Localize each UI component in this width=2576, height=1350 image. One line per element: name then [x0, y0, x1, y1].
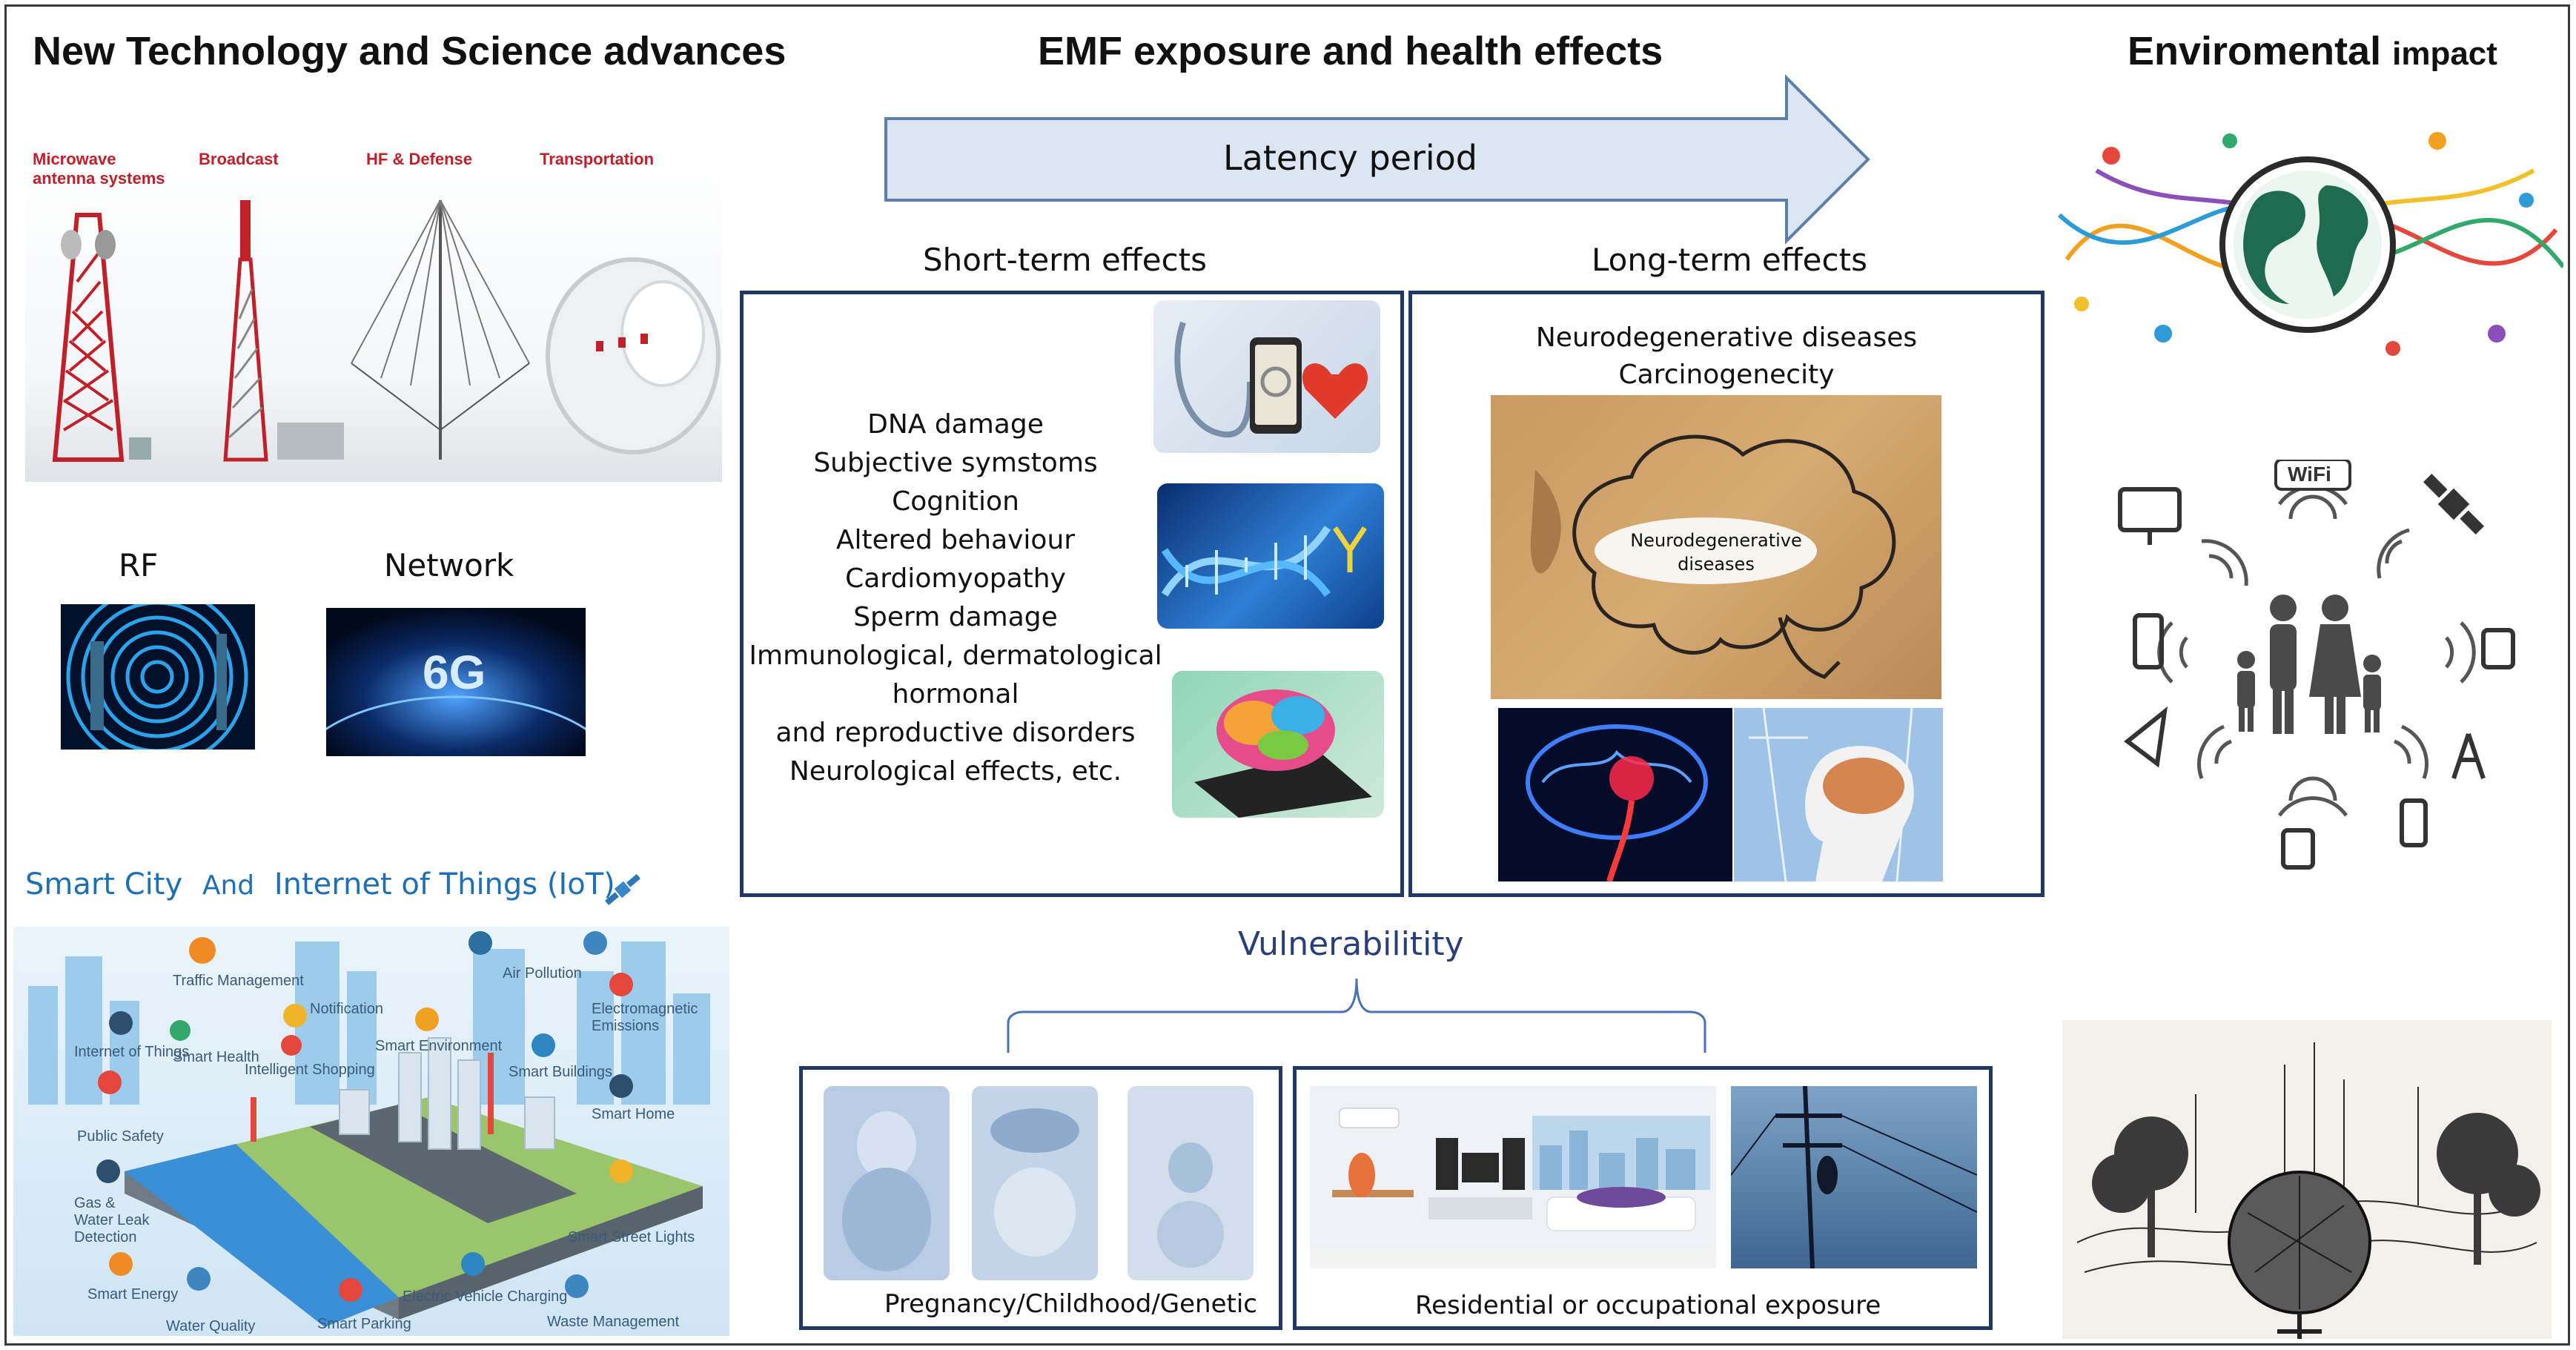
short-term-item: Sperm damage: [853, 602, 1058, 632]
satellite-device-icon: [2423, 473, 2485, 535]
short-term-item: Immunological, dermatological: [749, 641, 1162, 671]
short-term-box: DNA damage Subjective symstoms Cognition…: [740, 291, 1404, 897]
header-technology: New Technology and Science advances: [33, 29, 787, 73]
paper-brain-image: [1491, 395, 1941, 699]
short-term-item: Cardiomyopathy: [845, 563, 1066, 594]
iot-water: Water Quality: [166, 1318, 256, 1334]
global-connectivity-image: [2052, 111, 2563, 378]
header-environmental-main: Enviromental: [2128, 29, 2382, 73]
residential-exposure-image: [1310, 1086, 1716, 1268]
satellite-dish-icon: [2124, 706, 2168, 768]
broadcast-tower-icon: [223, 200, 344, 462]
latency-label: Latency period: [1223, 138, 1477, 178]
iot-ev-charging: Electric Vehicle Charging: [403, 1288, 568, 1305]
heart-phone-image: [1153, 300, 1380, 453]
6g-label: 6G: [423, 646, 486, 699]
iot-label: Internet of Things (IoT): [274, 867, 615, 901]
iot-air-pollution: Air Pollution: [503, 965, 582, 982]
radio-icon: [2481, 628, 2515, 669]
rf-waves-image: [61, 604, 255, 750]
iot-buildings: Smart Buildings: [509, 1064, 613, 1080]
long-term-line-carcinogenicity: Carcinogenecity: [1618, 360, 1835, 390]
brain-phone-image: [1172, 671, 1384, 818]
rf-label: RF: [119, 547, 159, 583]
short-term-item: Altered behaviour: [835, 525, 1076, 555]
brain-phone-icon: [1194, 689, 1372, 818]
short-term-item: and reproductive disorders: [775, 718, 1136, 748]
smart-city-graphic: [28, 931, 710, 1327]
tunnel-icon: [546, 257, 721, 454]
figure-frame: [4, 4, 2570, 1346]
label-broadcast: Broadcast: [199, 150, 279, 168]
iot-traffic: Traffic Management: [173, 973, 304, 989]
short-term-item: Subjective symstoms: [813, 448, 1098, 478]
iot-health: Smart Health: [173, 1049, 259, 1065]
iot-shopping: Intelligent Shopping: [245, 1062, 375, 1078]
iot-energy: Smart Energy: [87, 1286, 179, 1303]
vulnerable-groups-images: [824, 1086, 1254, 1280]
dna-icon: [1161, 526, 1367, 597]
vulnerable-groups-caption: Pregnancy/Childhood/Genetic: [884, 1289, 1257, 1319]
towers-panel: Microwave antenna systems Broadcast HF &…: [25, 141, 722, 482]
smart-city-label: Smart City: [25, 867, 183, 901]
wireless-devices-diagram: WiFi: [2105, 458, 2520, 875]
short-term-item: Neurological effects, etc.: [789, 756, 1122, 787]
tech-nature-sketch-image: [2062, 1020, 2552, 1339]
iot-emissions: Electromagnetic Emissions: [592, 1001, 698, 1034]
brain-outline-icon: [1530, 434, 1896, 679]
iot-public-safety: Public Safety: [77, 1128, 164, 1145]
network-label: Network: [384, 547, 514, 583]
paper-brain-label: Neurodegenerative diseases: [1630, 530, 1802, 575]
stethoscope-icon: [1174, 321, 1368, 438]
long-term-title: Long-term effects: [1592, 242, 1867, 278]
iot-notification: Notification: [310, 1001, 383, 1017]
antenna-tower-icon: [2451, 733, 2486, 779]
smart-city-illustration: Traffic Management Notification Air Poll…: [13, 927, 729, 1336]
smart-city-and: And: [202, 870, 255, 901]
iot-street-lights: Smart Street Lights: [568, 1229, 695, 1245]
wifi-label: WiFi: [2288, 463, 2331, 486]
header-environmental-impact: Enviromental impact: [2128, 28, 2497, 74]
long-term-box: Neurodegenerative diseases Carcinogeneci…: [1408, 291, 2044, 897]
header-environmental-small: impact: [2392, 36, 2497, 72]
head-tower-image: [1734, 708, 1943, 881]
vulnerability-brace: [1007, 978, 1706, 1053]
long-term-line-neuro: Neurodegenerative diseases: [1535, 322, 1918, 353]
label-hf-defense: HF & Defense: [366, 150, 473, 168]
cellphone-icon: [2400, 798, 2428, 847]
iot-environment: Smart Environment: [375, 1038, 503, 1054]
glowing-brain-image: [1498, 708, 1732, 881]
exposure-caption: Residential or occupational exposure: [1415, 1291, 1881, 1320]
vulnerability-title: Vulnerabilitity: [1238, 925, 1464, 963]
short-term-list: DNA damage Subjective symstoms Cognition…: [744, 406, 1168, 791]
iot-gas-water: Gas & Water Leak Detection: [74, 1195, 150, 1245]
latency-arrow: [884, 74, 1870, 245]
microwave-tower-icon: [52, 213, 151, 462]
wireless-devices-graphic: [2118, 458, 2515, 870]
short-term-title: Short-term effects: [923, 242, 1208, 278]
6g-network-image: [326, 608, 586, 756]
smart-city-title: Smart City And Internet of Things (IoT): [25, 867, 615, 901]
short-term-item: DNA damage: [867, 409, 1044, 440]
iot-home: Smart Home: [592, 1106, 675, 1122]
dna-image: [1157, 483, 1384, 629]
vulnerable-groups-box: Pregnancy/Childhood/Genetic: [799, 1066, 1282, 1330]
tower-illustrations: [52, 199, 721, 462]
short-term-item: Cognition: [892, 486, 1019, 517]
phone-icon: [2133, 613, 2164, 669]
exposure-box: Residential or occupational exposure: [1293, 1066, 1993, 1330]
iot-things: Internet of Things: [74, 1044, 190, 1060]
hf-defense-tower-icon: [351, 199, 530, 460]
header-emf-exposure: EMF exposure and health effects: [1038, 29, 1663, 73]
family-icon: [2237, 595, 2381, 734]
satellite-icon: [604, 873, 641, 906]
pager-icon: [2281, 828, 2315, 870]
iot-waste: Waste Management: [547, 1314, 680, 1330]
label-transportation: Transportation: [540, 150, 655, 168]
occupational-exposure-image: [1731, 1086, 1977, 1268]
iot-parking: Smart Parking: [317, 1316, 411, 1332]
short-term-item: hormonal: [892, 679, 1019, 709]
monitor-icon: [2118, 487, 2182, 532]
label-microwave: Microwave antenna systems: [33, 150, 165, 188]
